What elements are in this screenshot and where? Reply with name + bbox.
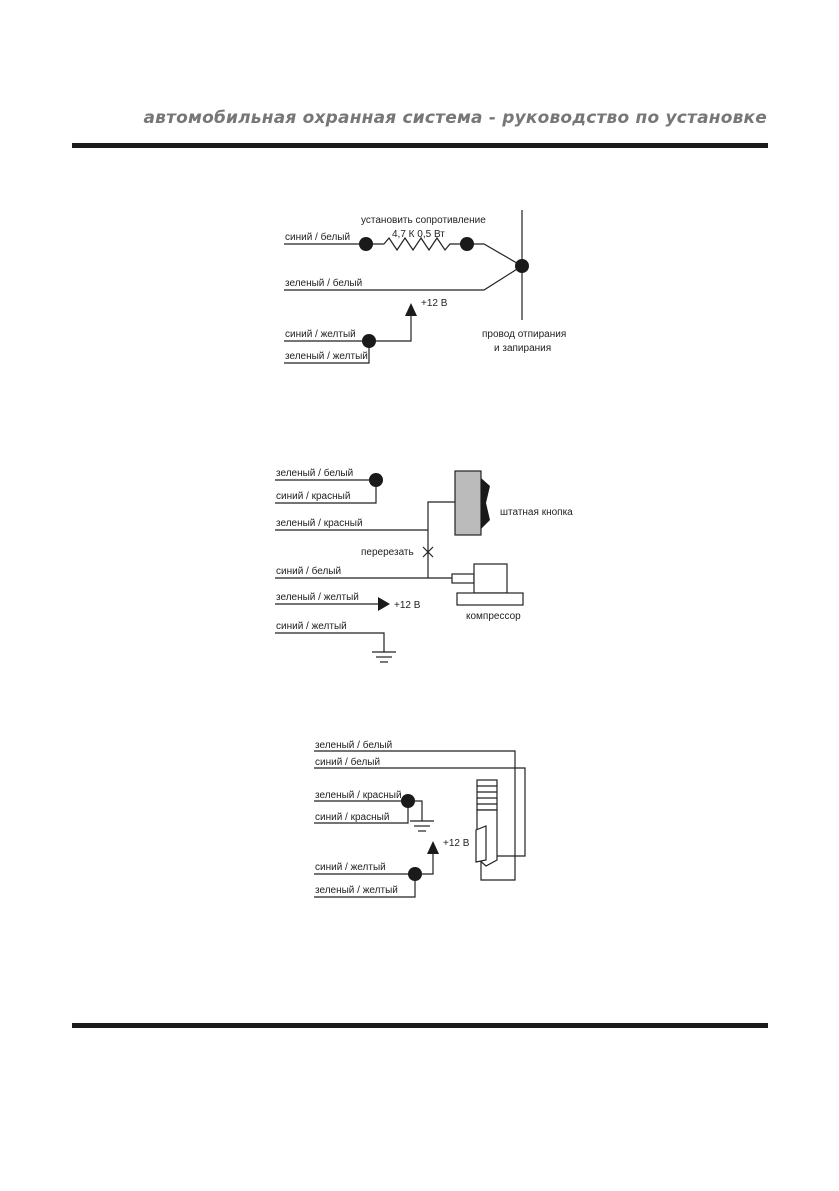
junction-dot [460, 237, 474, 251]
label-wire-blue-white: синий / белый [285, 231, 350, 243]
junction-dot [408, 867, 422, 881]
label-wire-blue-white: синий / белый [276, 565, 341, 577]
wire-green-yellow-line [284, 341, 370, 364]
wire-blue-yellow-line [275, 632, 385, 652]
actuator-head [476, 779, 498, 811]
power-arrow-icon [427, 841, 439, 854]
diagram-2: зеленый / белый синий / красный зеленый … [275, 467, 573, 663]
wire-green-yellow-line [314, 874, 416, 898]
wire-green-white-line [314, 750, 516, 881]
junction-dot [362, 334, 376, 348]
label-wire-green-yellow: зеленый / желтый [315, 885, 398, 896]
compressor-base [456, 592, 524, 606]
label-power: +12 В [443, 838, 470, 849]
wire-blue-red-line [314, 801, 409, 824]
resistor-symbol [383, 236, 467, 252]
label-wire-green-yellow: зеленый / желтый [276, 592, 359, 603]
label-compressor: компрессор [466, 611, 521, 622]
label-wire-green-white: зеленый / белый [276, 467, 353, 479]
label-wire-green-red: зеленый / красный [315, 790, 402, 801]
label-wire-blue-red: синий / красный [276, 491, 350, 502]
cut-mark-icon [422, 546, 434, 558]
power-line [369, 316, 412, 342]
label-wire-blue-white: синий / белый [315, 756, 380, 768]
label-wire-blue-yellow: синий / желтый [276, 621, 347, 632]
button-feed-line [427, 501, 455, 530]
label-cut: перерезать [361, 547, 414, 558]
label-wire-green-white: зеленый / белый [285, 277, 362, 289]
label-lock-wire-line2: и запирания [494, 343, 551, 354]
wire-blue-white-line [314, 767, 526, 857]
label-wire-blue-yellow: синий / желтый [285, 329, 356, 340]
compressor-nozzle [451, 573, 475, 584]
label-power: +12 В [394, 600, 421, 611]
junction-dot [359, 237, 373, 251]
compressor-icon [473, 563, 508, 594]
junction-dot [515, 259, 529, 273]
label-wire-blue-yellow: синий / желтый [315, 862, 386, 873]
resistor-lead-right [467, 243, 523, 267]
label-power: +12 В [421, 298, 448, 309]
label-wire-green-yellow: зеленый / желтый [285, 351, 368, 362]
junction-dot [401, 794, 415, 808]
actuator-plunger [475, 825, 487, 863]
diagram-1: синий / белый зеленый / белый синий / же… [284, 210, 566, 364]
wire-green-white-line [284, 265, 523, 291]
label-resistor-line1: установить сопротивление [361, 215, 486, 226]
button-rocker [481, 478, 490, 529]
label-resistor-line2: 4,7 К 0,5 Вт [392, 229, 445, 240]
power-arrow-icon [378, 597, 390, 611]
label-lock-wire-line1: провод отпирания [482, 329, 566, 340]
junction-dot [369, 473, 383, 487]
label-wire-blue-red: синий / красный [315, 812, 389, 823]
wire-blue-red-line [275, 480, 377, 504]
top-rule [72, 143, 768, 148]
diagram-3: зеленый / белый синий / белый зеленый / … [314, 739, 526, 898]
bottom-rule [72, 1023, 768, 1028]
factory-button-icon [454, 470, 482, 536]
page-header-title: автомобильная охранная система - руковод… [143, 108, 767, 128]
power-arrow-icon [405, 303, 417, 316]
label-wire-green-red: зеленый / красный [276, 518, 363, 529]
label-factory-button: штатная кнопка [500, 507, 573, 518]
label-wire-green-white: зеленый / белый [315, 739, 392, 751]
